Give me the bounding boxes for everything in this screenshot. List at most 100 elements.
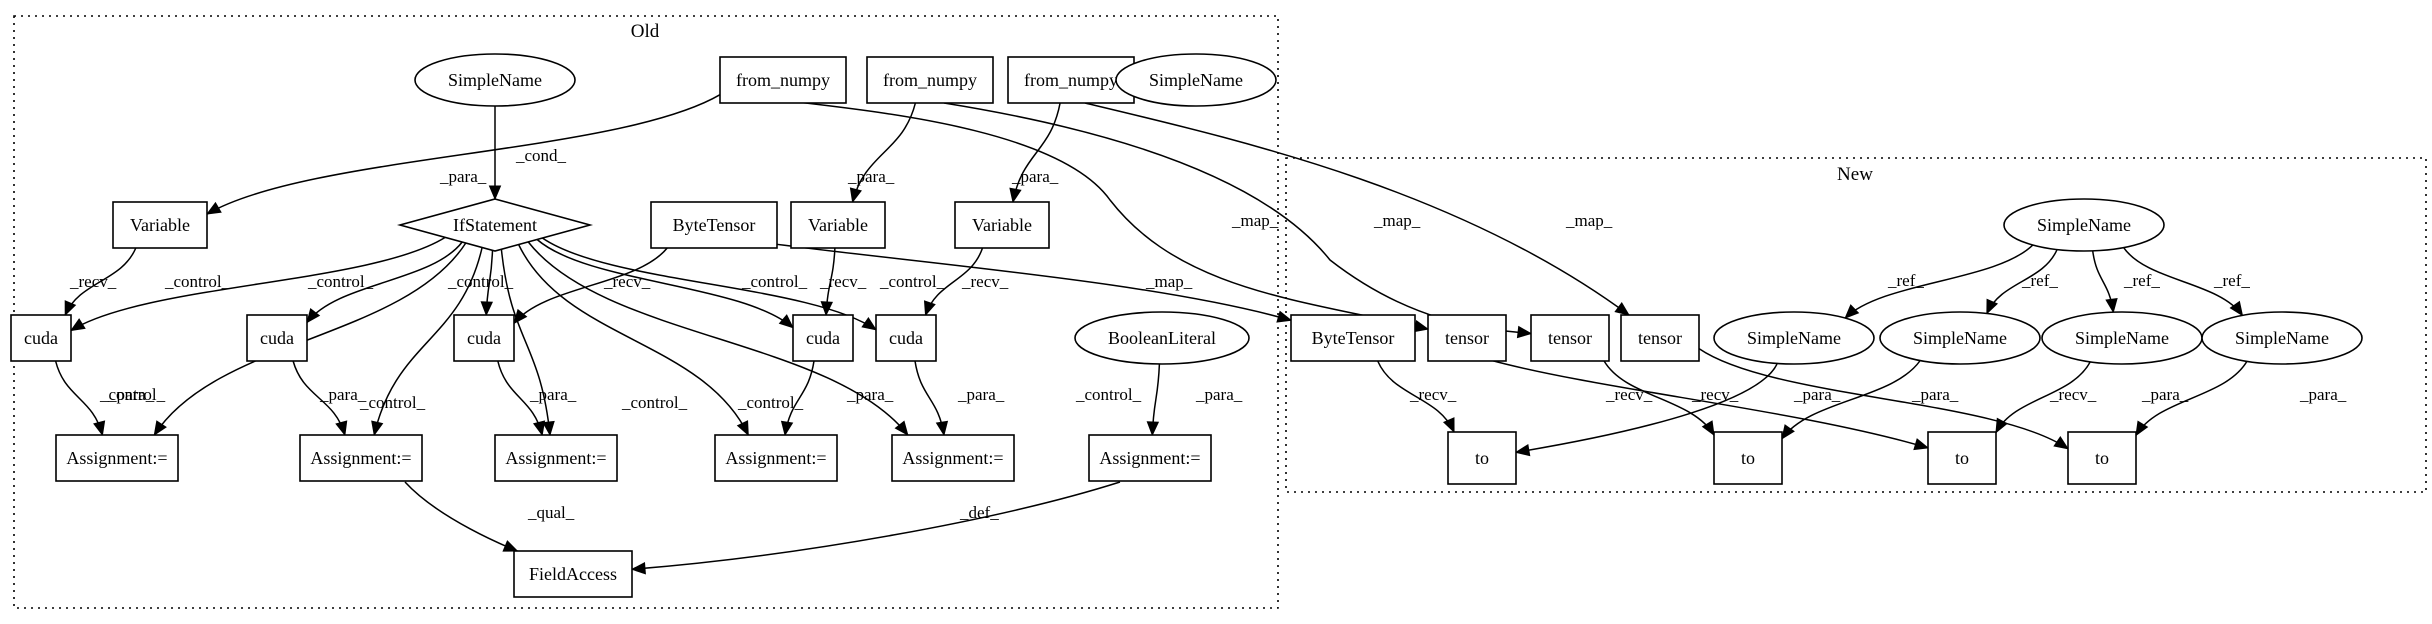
node-o-fa: FieldAccess bbox=[513, 550, 633, 598]
node-shape-box bbox=[714, 434, 838, 482]
edge-o-cuda2-to-o-as2-label: _para_ bbox=[319, 385, 367, 404]
edge-o-bt-to-o-cuda3-line bbox=[513, 247, 668, 324]
node-label: ByteTensor bbox=[1312, 328, 1395, 348]
edge-o-bool-to-o-as6-arrowhead bbox=[1146, 421, 1160, 437]
edges-layer: _cond__para__para__para__map__map__map__… bbox=[54, 94, 2347, 575]
node-shape-box bbox=[1447, 431, 1517, 485]
node-n-to2: to bbox=[1713, 431, 1783, 485]
edge-o-if-to-o-cuda2-label: _control_ bbox=[307, 272, 374, 291]
edge-o-if-to-o-as4: _control_ bbox=[517, 244, 804, 437]
edge-n-sn4-to-n-to4-label: _para_ bbox=[2299, 385, 2347, 404]
edge-n-sn2-to-n-to2-arrowhead bbox=[1781, 424, 1795, 440]
edge-n-sn-to-n-sn2-arrowhead bbox=[1986, 298, 1999, 315]
edge-n-sn1-to-n-to1-label: _para_ bbox=[1793, 385, 1841, 404]
node-o-as4: Assignment:= bbox=[714, 434, 838, 482]
edge-o-cuda4-to-o-as4: _para_ bbox=[780, 360, 894, 437]
edge-o-as6-to-o-fa-label: _def_ bbox=[959, 503, 999, 522]
edge-o-cuda1-to-o-as1-arrowhead bbox=[93, 420, 106, 437]
edge-o-fn3-to-n-t3-line bbox=[1084, 102, 1630, 316]
node-o-cuda5: cuda bbox=[875, 314, 937, 362]
edge-o-sn1-to-o-if-arrowhead bbox=[488, 185, 502, 201]
edge-o-var3-to-o-cuda5-arrowhead bbox=[923, 300, 936, 317]
edge-o-bt-to-n-bt-label: _map_ bbox=[1145, 272, 1193, 291]
node-o-cuda3: cuda bbox=[453, 314, 515, 362]
node-shape-box bbox=[875, 314, 937, 362]
node-n-to3: to bbox=[1927, 431, 1997, 485]
edge-o-if-to-o-as3-label: _control_ bbox=[621, 393, 688, 412]
node-n-sn3: SimpleName bbox=[2041, 311, 2203, 365]
edge-o-if-to-o-as1-line bbox=[153, 242, 467, 436]
edge-o-cuda5-to-o-as5-label: _para_ bbox=[957, 385, 1005, 404]
node-label: cuda bbox=[889, 328, 923, 348]
edge-n-t3-to-n-to4-line bbox=[1698, 347, 2069, 450]
edge-o-if-to-o-as2: _control_ bbox=[359, 247, 483, 437]
edge-n-t1-to-n-to3-label: _recv_ bbox=[1691, 385, 1739, 404]
node-label: to bbox=[2095, 448, 2109, 468]
node-shape-box bbox=[1007, 56, 1135, 104]
edge-o-var3-to-o-cuda5-label: _recv_ bbox=[961, 272, 1009, 291]
edge-o-if-to-o-as1-arrowhead bbox=[153, 420, 167, 437]
node-shape-box bbox=[1088, 434, 1212, 482]
edge-o-bt-to-o-cuda3-label: _recv_ bbox=[603, 272, 651, 291]
node-label: SimpleName bbox=[1913, 328, 2007, 348]
node-label: Variable bbox=[972, 215, 1032, 235]
edge-o-if-to-o-cuda3-arrowhead bbox=[480, 301, 494, 317]
cluster-label-new: New bbox=[1837, 164, 1873, 185]
edge-n-sn-to-n-sn4-line bbox=[2122, 247, 2244, 316]
node-shape-box bbox=[246, 314, 308, 362]
node-label: FieldAccess bbox=[529, 564, 617, 584]
edge-o-var1-to-o-cuda1-label: _recv_ bbox=[69, 272, 117, 291]
node-shape-box bbox=[891, 434, 1015, 482]
edge-o-if-to-o-cuda3: _control_ bbox=[447, 250, 514, 317]
node-o-as6: Assignment:= bbox=[1088, 434, 1212, 482]
edge-n-sn3-to-n-to3-label: _para_ bbox=[2141, 385, 2189, 404]
node-label: cuda bbox=[24, 328, 58, 348]
node-label: SimpleName bbox=[1149, 70, 1243, 90]
node-shape-box bbox=[2067, 431, 2137, 485]
node-label: SimpleName bbox=[2075, 328, 2169, 348]
edge-n-t3-to-n-to4: _recv_ bbox=[1698, 347, 2097, 450]
edge-n-sn1-to-n-to1-arrowhead bbox=[1514, 443, 1531, 457]
edge-o-fn1-to-o-var1-label: _para_ bbox=[439, 167, 487, 186]
edge-o-if-to-o-cuda5: _control_ bbox=[541, 237, 946, 331]
edge-o-if-to-o-as2-label: _control_ bbox=[359, 393, 426, 412]
edge-o-if-to-o-cuda3-label: _control_ bbox=[447, 272, 514, 291]
edge-o-as2-to-o-fa-label: _qual_ bbox=[527, 503, 575, 522]
node-label: Variable bbox=[808, 215, 868, 235]
node-label: to bbox=[1741, 448, 1755, 468]
edge-o-sn1-to-o-if: _cond_ bbox=[488, 106, 567, 201]
node-n-to4: to bbox=[2067, 431, 2137, 485]
edge-o-fn3-to-o-var3-line bbox=[1012, 102, 1061, 203]
node-shape-ellipse bbox=[2003, 198, 2165, 252]
node-shape-box bbox=[299, 434, 423, 482]
node-label: cuda bbox=[260, 328, 294, 348]
edge-o-fn3-to-o-var3-label: _para_ bbox=[1011, 167, 1059, 186]
node-n-t2: tensor bbox=[1530, 314, 1610, 362]
edge-o-as6-to-o-fa: _def_ bbox=[630, 481, 1121, 575]
edge-o-bt-to-n-bt: _map_ bbox=[744, 239, 1293, 323]
edge-o-if-to-o-cuda1: _control_ bbox=[69, 236, 446, 332]
cluster-old bbox=[13, 15, 1279, 609]
node-n-t3: tensor bbox=[1620, 314, 1700, 362]
node-o-as3: Assignment:= bbox=[494, 434, 618, 482]
node-label: Assignment:= bbox=[902, 448, 1003, 468]
edge-o-if-to-o-cuda4-line bbox=[536, 238, 794, 329]
node-shape-box bbox=[790, 201, 886, 249]
edge-o-if-to-o-cuda4-label: _control_ bbox=[741, 272, 808, 291]
node-o-as2: Assignment:= bbox=[299, 434, 423, 482]
edge-n-sn-to-n-sn2-label: _ref_ bbox=[2021, 271, 2058, 290]
edge-n-sn-to-n-sn3-label: _ref_ bbox=[2123, 271, 2160, 290]
edge-n-sn1-to-n-to1: _para_ bbox=[1514, 363, 1841, 457]
node-shape-box bbox=[866, 56, 994, 104]
node-label: tensor bbox=[1638, 328, 1682, 348]
edge-o-if-to-o-cuda5-arrowhead bbox=[861, 316, 878, 331]
edge-o-cuda5-to-o-as5-arrowhead bbox=[935, 420, 949, 437]
node-label: cuda bbox=[806, 328, 840, 348]
edge-o-cuda2-to-o-as2: _para_ bbox=[292, 360, 367, 437]
edge-o-if-to-o-as4-arrowhead bbox=[736, 420, 749, 437]
edge-n-sn-to-n-sn4: _ref_ bbox=[2122, 247, 2250, 317]
edge-o-cuda5-to-o-as5: _para_ bbox=[914, 360, 1005, 437]
edge-n-bt-to-n-to1-label: _recv_ bbox=[1409, 385, 1457, 404]
edge-o-cuda3-to-o-as3-arrowhead bbox=[532, 420, 546, 437]
